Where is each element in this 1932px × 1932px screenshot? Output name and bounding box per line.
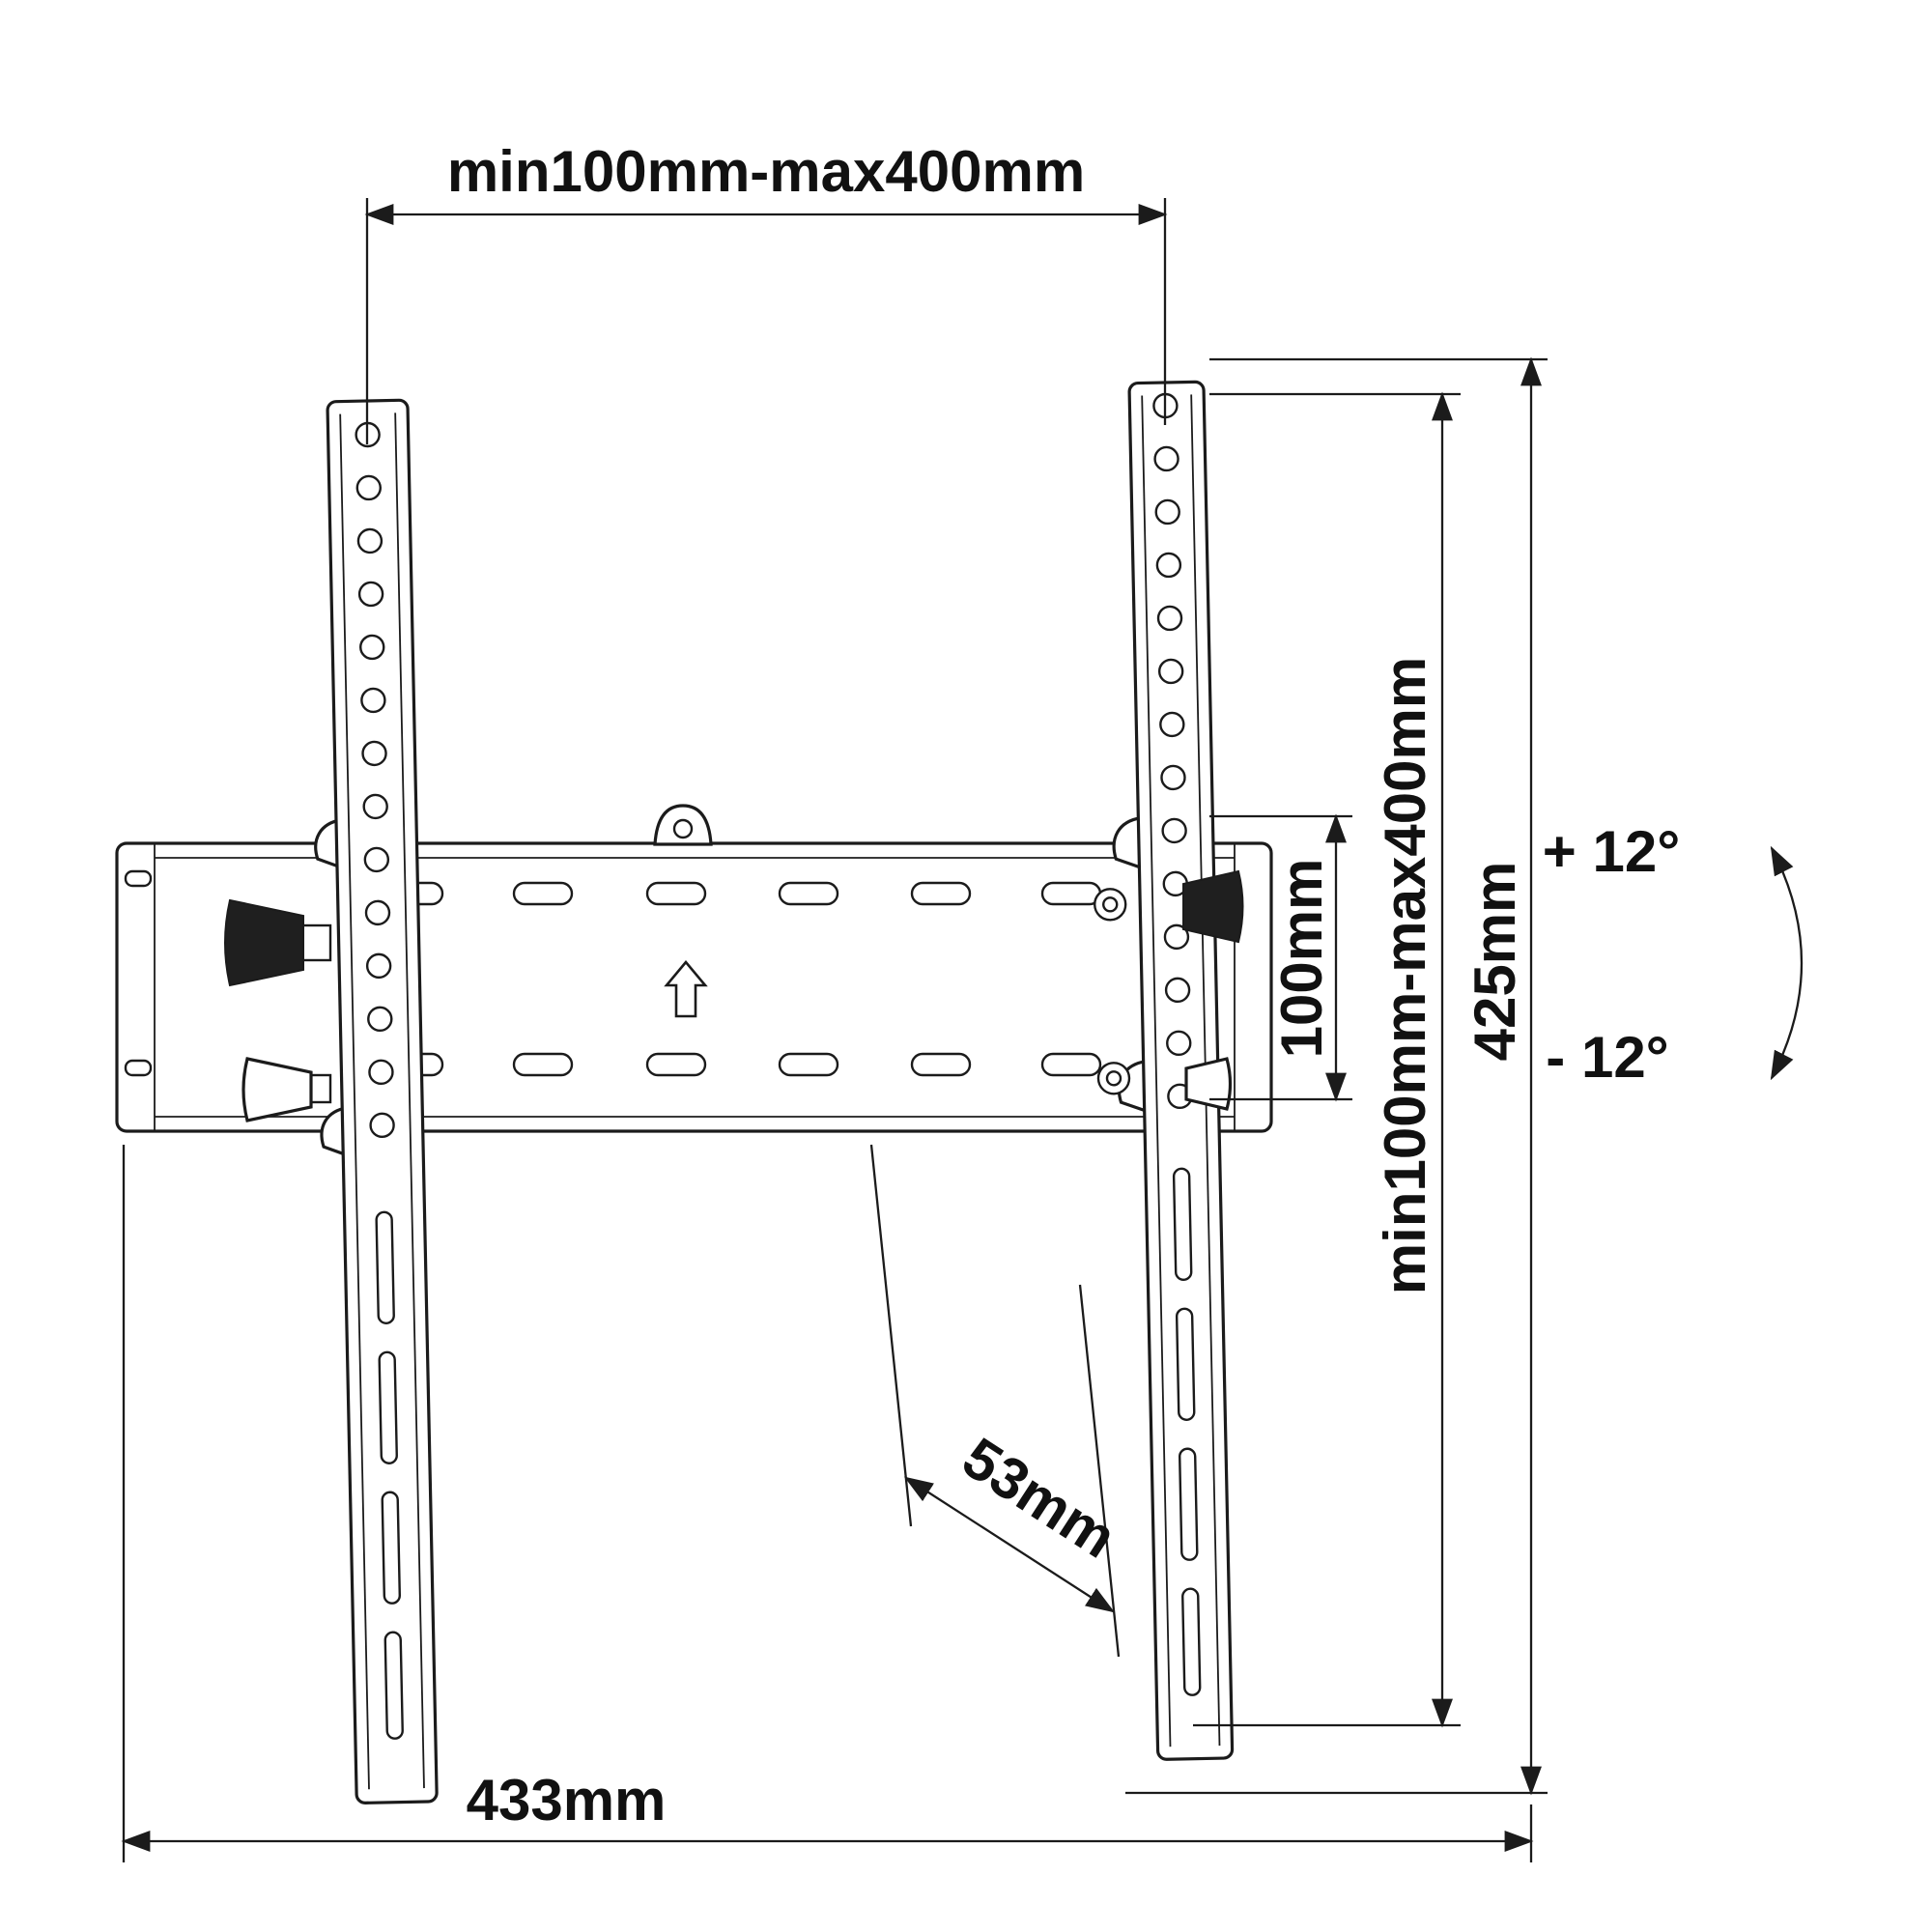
dim-bracket-height: 425mm	[1125, 356, 1548, 1796]
dim-vesa-width: min100mm-max400mm	[364, 139, 1168, 444]
left-rail-holes	[355, 421, 395, 1139]
tilt-down-label: - 12°	[1546, 1025, 1668, 1090]
tilt-annotation: + 12° - 12°	[1543, 819, 1804, 1090]
right-tightening-knob	[1182, 869, 1244, 944]
right-wing-screw	[1184, 1057, 1233, 1111]
dim-label-bracket-height: 425mm	[1463, 862, 1527, 1062]
dim-wall-distance: 53mm	[869, 1144, 1127, 1658]
tilt-up-label: + 12°	[1543, 819, 1680, 884]
dim-bracket-width: 433mm	[121, 1145, 1534, 1862]
dim-label-vesa-height: min100mm-max400mm	[1373, 657, 1437, 1294]
left-vesa-rail	[314, 398, 439, 1804]
dim-vesa-height: min100mm-max400mm	[1193, 391, 1461, 1728]
dim-label-wall-distance: 53mm	[952, 1425, 1127, 1571]
plate-slot-row-bottom	[383, 1052, 1102, 1077]
dim-label-vesa-width: min100mm-max400mm	[447, 139, 1085, 204]
left-wing-screw	[242, 1057, 313, 1122]
right-vesa-rail	[1094, 380, 1235, 1761]
clamp-knobs	[224, 869, 1244, 1122]
tilt-arc-icon	[1770, 845, 1804, 1081]
left-tightening-knob	[224, 898, 304, 987]
orientation-up-arrow-icon	[664, 959, 708, 1018]
dim-label-hole-pitch: 100mm	[1269, 859, 1334, 1059]
right-rail-slots	[1172, 1167, 1202, 1696]
left-rail-slots	[375, 1210, 404, 1740]
dim-label-bracket-width: 433mm	[467, 1768, 667, 1833]
latch-tab	[653, 804, 713, 846]
right-rail-holes	[1152, 392, 1193, 1110]
dim-hole-pitch: 100mm	[1209, 813, 1352, 1102]
